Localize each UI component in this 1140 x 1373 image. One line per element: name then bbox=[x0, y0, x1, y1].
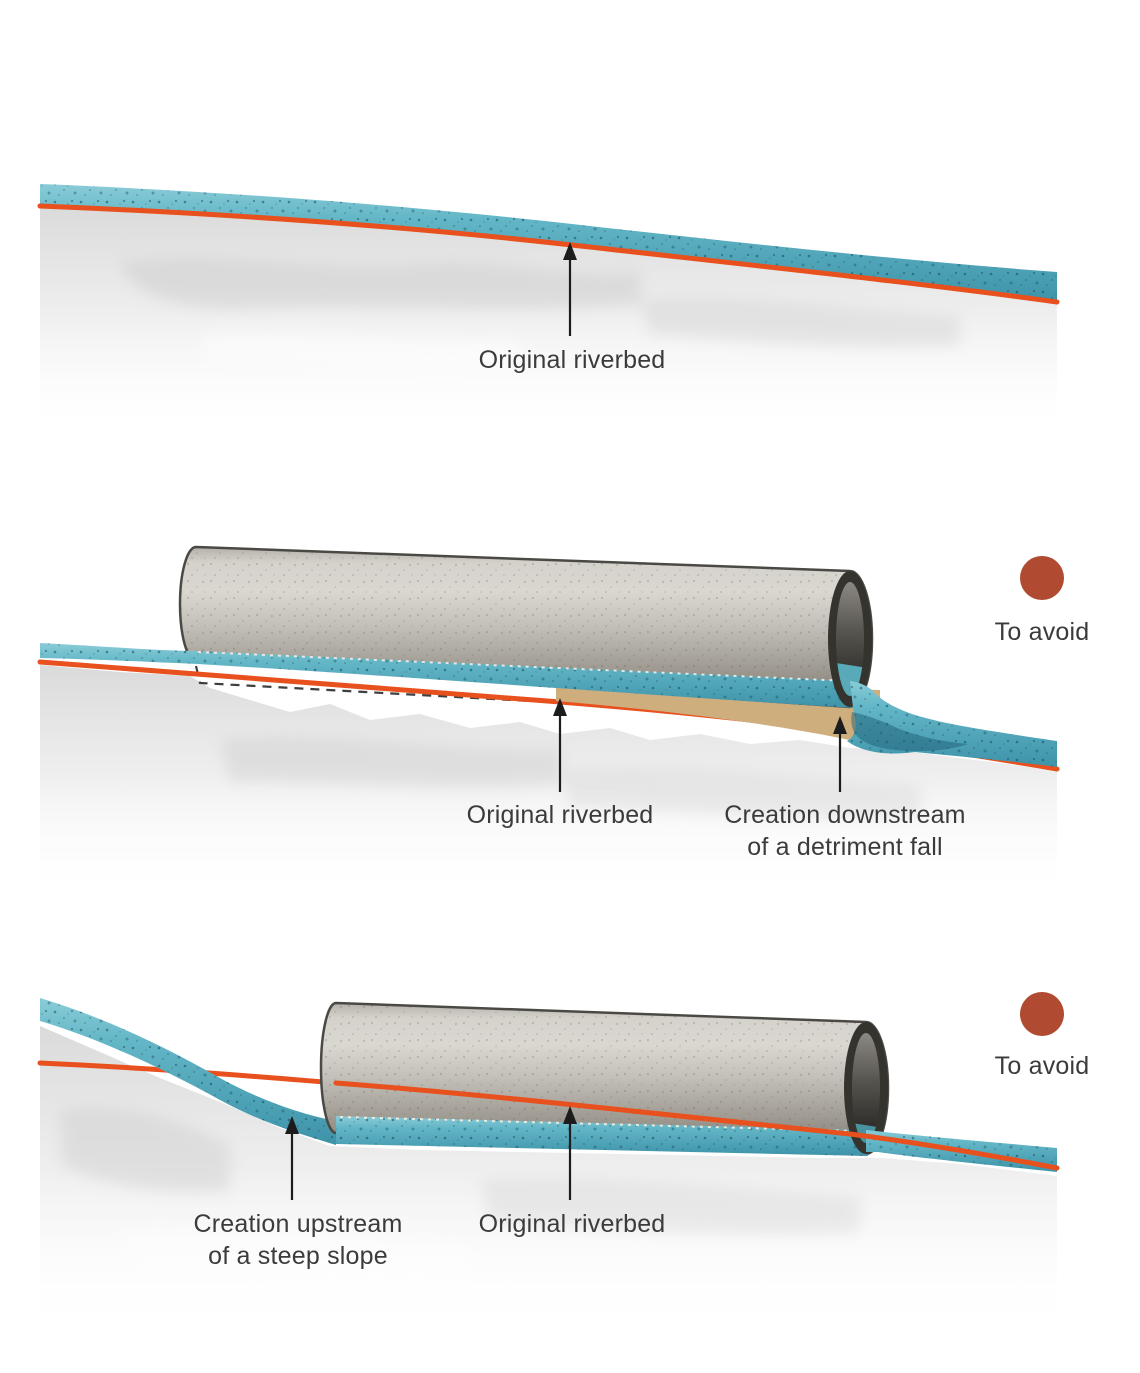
culvert-pipe bbox=[319, 1001, 890, 1156]
label-creation-upstream-line1: Creation upstream bbox=[193, 1210, 403, 1238]
label-creation-downstream-line1: Creation downstream bbox=[724, 801, 966, 829]
ground-texture-blobs bbox=[220, 737, 920, 818]
pipe-opening bbox=[828, 571, 872, 707]
avoid-marker-dot bbox=[1020, 992, 1064, 1036]
ground-texture-blobs bbox=[120, 258, 960, 368]
arrow-original-riverbed bbox=[553, 698, 567, 792]
pipe-speckle bbox=[321, 1003, 888, 1154]
arrow-original-riverbed bbox=[563, 242, 577, 336]
panel-original-riverbed bbox=[37, 184, 1060, 438]
arrow-steep-slope bbox=[285, 1116, 299, 1200]
label-to-avoid-1: To avoid bbox=[994, 618, 1090, 646]
label-creation-upstream: Creation upstream of a steep slope bbox=[193, 1208, 402, 1272]
water-under-pipe-speckle bbox=[336, 1116, 868, 1156]
avoid-marker-dot bbox=[1020, 556, 1064, 600]
label-original-riverbed-3: Original riverbed bbox=[478, 1210, 666, 1238]
label-creation-downstream-line2: of a detriment fall bbox=[747, 833, 943, 861]
panel-downstream-fall bbox=[37, 545, 1064, 900]
ground-texture-blobs bbox=[60, 1107, 860, 1278]
plunge-pool-shadow bbox=[851, 712, 968, 752]
riverbed-line-through-pipe bbox=[333, 1080, 1060, 1171]
label-original-riverbed-1: Original riverbed bbox=[478, 346, 666, 374]
river-water-speckle bbox=[40, 184, 1057, 302]
label-original-riverbed-2: Original riverbed bbox=[466, 801, 654, 829]
stream-water-speckle bbox=[40, 643, 853, 708]
label-creation-downstream: Creation downstream of a detriment fall bbox=[724, 799, 965, 863]
panel-steep-slope bbox=[37, 992, 1064, 1335]
pipe-opening bbox=[844, 1022, 888, 1154]
riverbed-line bbox=[37, 203, 1060, 305]
arrow-detriment-fall bbox=[833, 716, 847, 792]
label-to-avoid-2: To avoid bbox=[994, 1052, 1090, 1080]
arrow-original-riverbed bbox=[563, 1106, 577, 1200]
upstream-water-speckle bbox=[40, 998, 336, 1145]
label-creation-upstream-line2: of a steep slope bbox=[208, 1242, 388, 1270]
